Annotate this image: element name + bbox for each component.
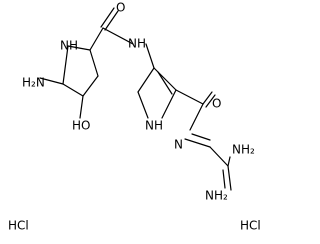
bond bbox=[145, 43, 155, 69]
bond bbox=[202, 91, 213, 105]
bond bbox=[89, 27, 104, 51]
hydroxyl-label: HO bbox=[72, 119, 90, 133]
amide-nh-label: NH bbox=[128, 37, 146, 51]
chemical-structure-canvas: O NH NH H₂N HO NH O N NH₂ NH₂ HCl HCl bbox=[8, 0, 261, 233]
bond bbox=[62, 45, 69, 85]
carbonyl-oxygen-label: O bbox=[116, 1, 125, 15]
bond bbox=[205, 94, 216, 108]
bond bbox=[100, 7, 115, 28]
amino-left-label: H₂N bbox=[22, 76, 45, 90]
bond bbox=[184, 138, 211, 148]
bond bbox=[102, 27, 134, 45]
imine-nitrogen-label: N bbox=[174, 138, 183, 152]
hydrochloride-right-label: HCl bbox=[240, 219, 261, 233]
atom-label-layer: O NH NH H₂N HO NH O N NH₂ NH₂ HCl HCl bbox=[8, 1, 261, 233]
bond bbox=[153, 67, 177, 91]
bond bbox=[89, 49, 99, 77]
bond bbox=[209, 146, 229, 167]
bond bbox=[161, 89, 177, 119]
bond bbox=[191, 133, 211, 141]
pyrrole-nh-label: NH bbox=[145, 119, 163, 133]
bond bbox=[137, 67, 155, 93]
bond bbox=[227, 165, 232, 191]
bond bbox=[82, 75, 99, 97]
amino-bottom-right-label: NH₂ bbox=[205, 189, 228, 203]
bond bbox=[39, 77, 64, 85]
hydrochloride-left-label: HCl bbox=[8, 219, 29, 233]
bond bbox=[189, 103, 204, 131]
bond bbox=[157, 71, 173, 95]
bond bbox=[67, 45, 91, 51]
bond bbox=[79, 95, 84, 119]
carbonyl-oxygen-right-label: O bbox=[212, 97, 221, 111]
bond bbox=[104, 10, 119, 31]
bond bbox=[137, 91, 149, 119]
bond bbox=[227, 156, 231, 167]
pyrrolidine-nh-label: NH bbox=[60, 39, 78, 53]
amino-top-right-label: NH₂ bbox=[232, 143, 255, 157]
bond bbox=[62, 83, 84, 97]
molecule-drawing: O NH NH H₂N HO NH O N NH₂ NH₂ HCl HCl bbox=[8, 1, 261, 233]
bond bbox=[175, 89, 204, 105]
bond-layer bbox=[39, 7, 232, 191]
bond bbox=[222, 169, 226, 189]
